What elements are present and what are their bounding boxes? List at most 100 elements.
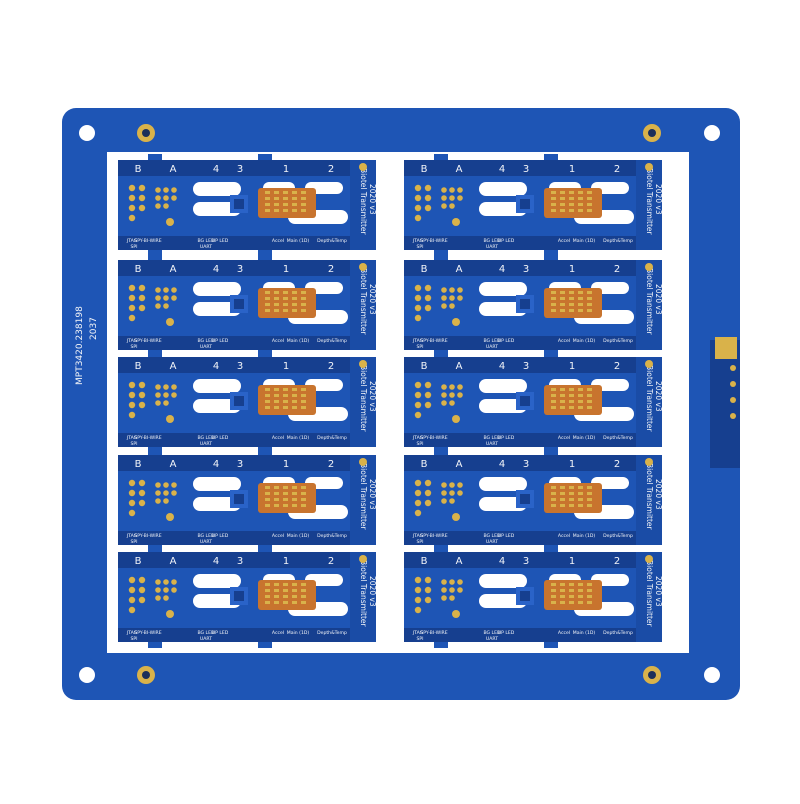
header-label: B (421, 164, 428, 175)
bga-pad (265, 197, 270, 200)
bga-pad (560, 400, 565, 403)
smd-pad (449, 595, 455, 601)
bga-pad (560, 595, 565, 598)
test-pad (414, 509, 422, 517)
board-label: Main (1D) (573, 238, 596, 244)
header-label: 3 (523, 361, 529, 372)
bga-pad (283, 589, 288, 592)
smd-pad (155, 482, 161, 488)
test-pad (128, 401, 136, 409)
header-label: 4 (213, 556, 219, 567)
bga-pad (301, 589, 306, 592)
bga-pad (301, 291, 306, 294)
board-label: BG LED (483, 533, 501, 539)
test-pad (414, 586, 422, 594)
bga-pad (587, 309, 592, 312)
test-pad (414, 499, 422, 507)
test-pad (138, 586, 146, 594)
label-strip (118, 628, 350, 642)
bga-pad (560, 191, 565, 194)
test-pad (138, 401, 146, 409)
test-pad (128, 576, 136, 584)
slot-cutout (193, 594, 241, 608)
bga-pad (274, 309, 279, 312)
test-pad (424, 596, 432, 604)
board-label: Accel (558, 533, 570, 539)
bga-pad (569, 492, 574, 495)
header-label: 4 (499, 459, 505, 470)
bga-pad (265, 203, 270, 206)
slot-cutout (479, 594, 527, 608)
bga-pad (274, 486, 279, 489)
smd-pad (163, 498, 169, 504)
bga-pad (578, 492, 583, 495)
bga-pad (569, 400, 574, 403)
bga-pad (551, 309, 556, 312)
board-label: Depth&Temp (603, 338, 633, 344)
header-label: 4 (213, 361, 219, 372)
board-label: SPY-BI-WIRE (420, 435, 447, 441)
smd-pad (441, 595, 447, 601)
bga-pad (301, 209, 306, 212)
bga-pad (578, 394, 583, 397)
bga-pad (265, 400, 270, 403)
header-label: 4 (213, 459, 219, 470)
board-label: JTAG (412, 338, 424, 344)
test-pad (128, 596, 136, 604)
bga-pad (292, 191, 297, 194)
bga-pad (569, 406, 574, 409)
bga-pad (578, 291, 583, 294)
bga-pad (301, 504, 306, 507)
breakaway-tab (434, 154, 448, 160)
smd-pad (155, 579, 161, 585)
bga-pad (578, 388, 583, 391)
corner-pad (645, 263, 653, 271)
bga-pad (265, 498, 270, 501)
board-title-text: Biotel Transmitter (359, 560, 368, 628)
breakaway-tab (148, 254, 162, 260)
header-label: 4 (213, 164, 219, 175)
header-label: A (170, 164, 177, 175)
test-pad (128, 294, 136, 302)
smd-pad (441, 579, 447, 585)
board-label: HP LED (212, 630, 229, 636)
bga-pad (569, 209, 574, 212)
bga-pad (551, 303, 556, 306)
header-label: A (456, 459, 463, 470)
via-pad (166, 513, 174, 521)
smd-pad (171, 482, 177, 488)
test-pad (138, 391, 146, 399)
board-label: JTAG (412, 630, 424, 636)
header-label: 3 (523, 164, 529, 175)
bga-pad (569, 291, 574, 294)
board-label: Main (1D) (573, 533, 596, 539)
smd-pad (155, 595, 161, 601)
breakaway-tab (148, 351, 162, 357)
header-strip (118, 357, 350, 373)
bga-pad (587, 203, 592, 206)
smd-pad (171, 287, 177, 293)
breakaway-tab (148, 250, 162, 256)
bga-pad (301, 303, 306, 306)
bga-pad (551, 486, 556, 489)
slot-cutout (193, 202, 241, 216)
board-label: SPI (416, 636, 423, 642)
fiducial-center (648, 129, 656, 137)
breakaway-tab (434, 642, 448, 648)
bga-pad (587, 303, 592, 306)
bga-pad (578, 406, 583, 409)
test-pad (128, 499, 136, 507)
bga-pad (551, 297, 556, 300)
bga-pad (292, 291, 297, 294)
bga-pad (292, 209, 297, 212)
frame-markings: MPT3420.238198 2037 (75, 306, 99, 385)
header-label: B (135, 264, 142, 275)
corner-pad (359, 163, 367, 171)
smd-pad (155, 384, 161, 390)
board-label: BG LED (197, 238, 215, 244)
header-label: 1 (283, 264, 289, 275)
bga-pad (283, 297, 288, 300)
